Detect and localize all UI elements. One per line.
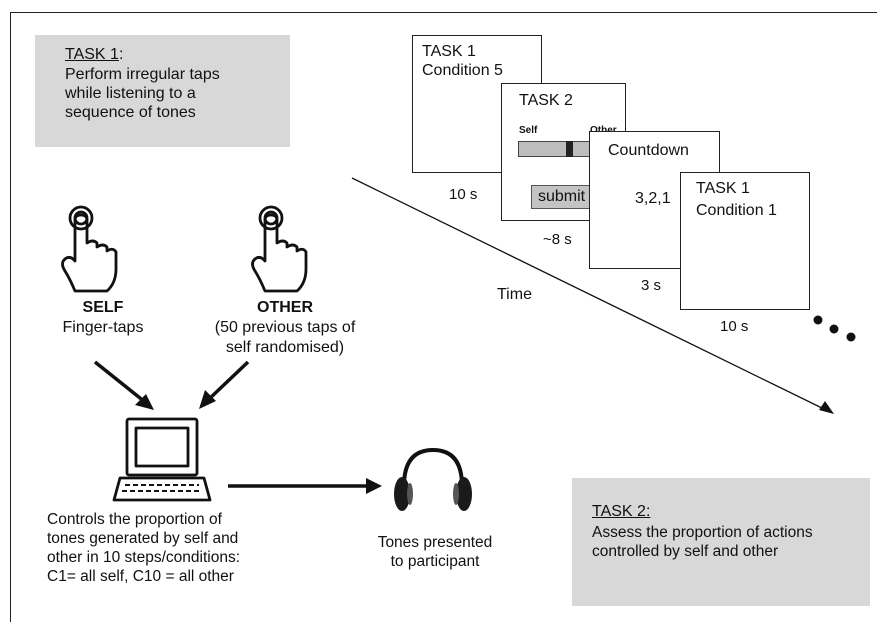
screen2-line1: TASK 2	[519, 92, 573, 109]
slider-other-label: Other	[590, 121, 617, 141]
computer-caption-line: C1= all self, C10 = all other	[47, 568, 234, 585]
task1-box: TASK 1: Perform irregular taps while lis…	[35, 35, 290, 147]
screen4-line1: TASK 1	[696, 180, 750, 197]
task1-title-colon: :	[118, 46, 124, 63]
self-title: SELF	[82, 299, 124, 316]
slider-handle[interactable]	[566, 141, 573, 157]
computer-caption: Controls the proportion of tones generat…	[47, 510, 307, 586]
headphones-caption-line: Tones presented	[377, 534, 493, 551]
other-block: OTHER (50 previous taps of self randomis…	[170, 298, 400, 358]
self-subtitle: Finger-taps	[62, 319, 144, 336]
task1-line: Perform irregular taps	[65, 66, 220, 83]
screen1-duration: 10 s	[449, 186, 478, 203]
computer-caption-line: other in 10 steps/conditions:	[47, 549, 241, 566]
screen1-line1: TASK 1	[422, 43, 476, 60]
computer-caption-line: tones generated by self and	[47, 530, 239, 547]
screen4-line2: Condition 1	[696, 202, 777, 219]
submit-label: submit	[538, 188, 586, 205]
time-label: Time	[497, 286, 532, 303]
screen2-duration: ~8 s	[543, 231, 572, 248]
screen-task1-condition1: TASK 1 Condition 1	[680, 172, 810, 310]
slider-self-label: Self	[519, 125, 538, 136]
countdown-digits: 3,2,1	[635, 190, 671, 207]
other-title: OTHER	[257, 299, 313, 316]
other-line: (50 previous taps of	[214, 319, 356, 336]
task2-line: controlled by self and other	[592, 543, 779, 560]
task2-line: Assess the proportion of actions	[592, 524, 813, 541]
self-block: SELF Finger-taps	[38, 298, 168, 338]
figure-frame	[10, 12, 877, 622]
task1-line: while listening to a	[65, 85, 196, 102]
screen3-line1: Countdown	[608, 142, 689, 159]
screen1-line2: Condition 5	[422, 62, 503, 79]
other-line: self randomised)	[225, 339, 345, 356]
headphones-caption-line: to participant	[390, 553, 480, 570]
task1-title: TASK 1	[65, 46, 119, 63]
headphones-caption: Tones presented to participant	[345, 533, 525, 571]
task1-line: sequence of tones	[65, 104, 196, 121]
screen4-duration: 10 s	[720, 318, 749, 335]
screen3-duration: 3 s	[641, 277, 662, 294]
computer-caption-line: Controls the proportion of	[47, 511, 222, 528]
task2-title: TASK 2:	[592, 503, 651, 520]
task2-box: TASK 2: Assess the proportion of actions…	[572, 478, 870, 606]
